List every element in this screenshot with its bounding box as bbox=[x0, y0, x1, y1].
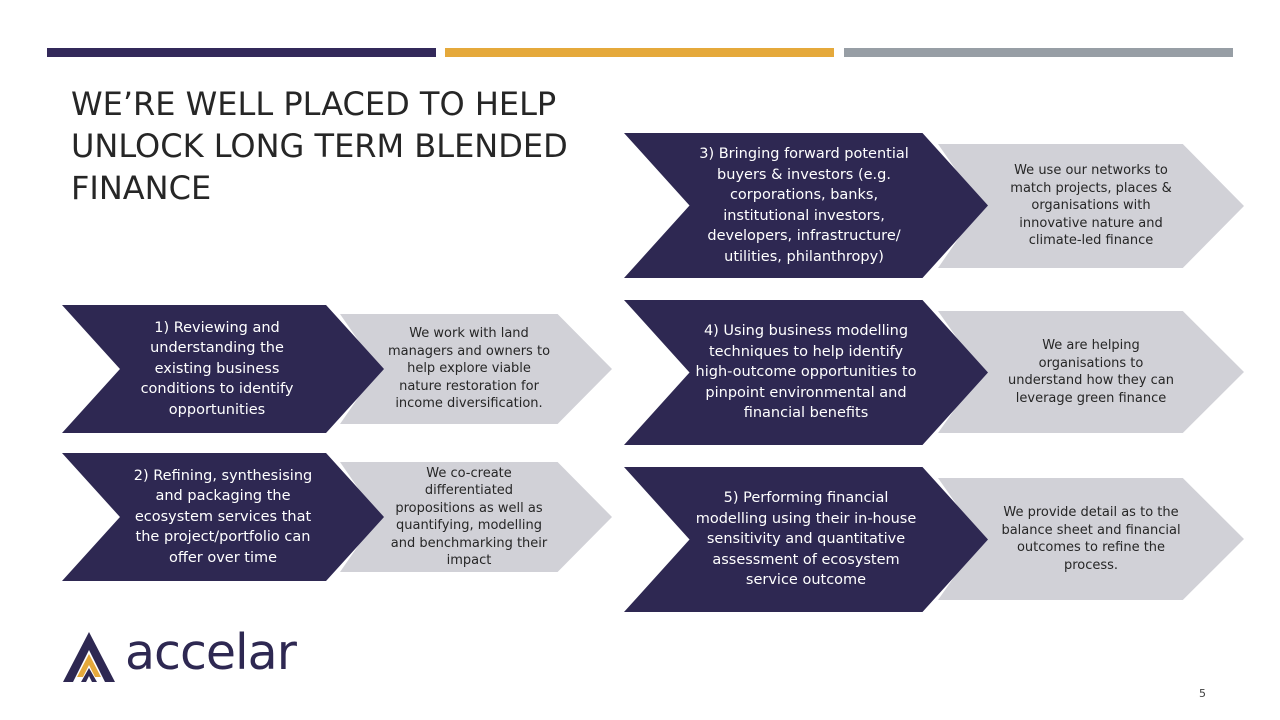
accent-bar-purple bbox=[47, 48, 436, 57]
step-1-description-chevron: We work with land managers and owners to… bbox=[340, 314, 612, 424]
step-4-description: We are helping organisations to understa… bbox=[1007, 338, 1174, 406]
step-3-description: We use our networks to match projects, p… bbox=[1010, 163, 1172, 249]
step-2-description: We co-create differentiated propositions… bbox=[390, 465, 548, 569]
step-5-description-chevron: We provide detail as to the balance shee… bbox=[938, 478, 1244, 600]
step-2-description-chevron: We co-create differentiated propositions… bbox=[340, 462, 612, 572]
step-1-chevron: 1) Reviewing and understanding the exist… bbox=[62, 305, 384, 433]
accent-bar-gold bbox=[445, 48, 834, 57]
step-3-description-chevron: We use our networks to match projects, p… bbox=[938, 144, 1244, 268]
logo-wordmark: accelar bbox=[125, 624, 297, 681]
page-number: 5 bbox=[1199, 687, 1206, 700]
step-3-label: 3) Bringing forward potential buyers & i… bbox=[699, 146, 909, 265]
slide-title: WE’RE WELL PLACED TO HELP UNLOCK LONG TE… bbox=[71, 85, 568, 207]
accelar-logo: accelar bbox=[61, 624, 321, 686]
step-1-description: We work with land managers and owners to… bbox=[387, 326, 551, 412]
step-4-chevron: 4) Using business modelling techniques t… bbox=[624, 300, 988, 445]
step-4-description-chevron: We are helping organisations to understa… bbox=[938, 311, 1244, 433]
step-5-chevron: 5) Performing financial modelling using … bbox=[624, 467, 988, 612]
accent-bar-grey bbox=[844, 48, 1233, 57]
step-5-description: We provide detail as to the balance shee… bbox=[1001, 505, 1181, 573]
step-5-label: 5) Performing financial modelling using … bbox=[695, 490, 917, 589]
step-4-label: 4) Using business modelling techniques t… bbox=[695, 323, 917, 422]
step-2-chevron: 2) Refining, synthesising and packaging … bbox=[62, 453, 384, 581]
step-2-label: 2) Refining, synthesising and packaging … bbox=[133, 467, 313, 566]
step-3-chevron: 3) Bringing forward potential buyers & i… bbox=[624, 133, 988, 278]
accelar-logo-mark-icon bbox=[63, 632, 115, 682]
step-1-label: 1) Reviewing and understanding the exist… bbox=[140, 319, 294, 418]
